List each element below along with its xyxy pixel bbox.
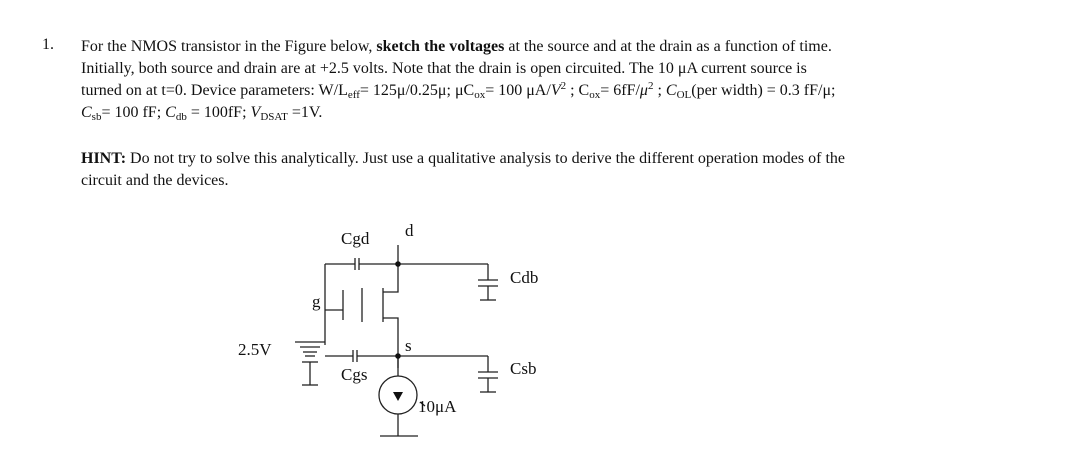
label-current-source: 10μA bbox=[418, 397, 457, 416]
problem-statement: For the NMOS transistor in the Figure be… bbox=[81, 36, 1061, 124]
statement-line-1: For the NMOS transistor in the Figure be… bbox=[81, 38, 832, 55]
label-drain: d bbox=[405, 221, 414, 240]
label-gate-voltage: 2.5V bbox=[238, 340, 272, 359]
statement-line-4: Csb= 100 fF; Cdb = 100fF; VDSAT =1V. bbox=[81, 104, 323, 123]
hint-paragraph: HINT: Do not try to solve this analytica… bbox=[81, 150, 845, 189]
hint-label: HINT: bbox=[81, 150, 127, 167]
statement-line-3: turned on at t=0. Device parameters: W/L… bbox=[81, 80, 836, 101]
label-cgs: Cgs bbox=[341, 365, 367, 384]
label-cgd: Cgd bbox=[341, 229, 370, 248]
label-gate: g bbox=[312, 292, 321, 311]
statement-line-2: Initially, both source and drain are at … bbox=[81, 60, 807, 77]
label-csb: Csb bbox=[510, 359, 536, 378]
question-number: 1. bbox=[42, 36, 54, 53]
emphasis-sketch: sketch the voltages bbox=[376, 38, 505, 55]
source-node bbox=[395, 353, 401, 359]
drain-node bbox=[395, 261, 401, 267]
label-source: s bbox=[405, 336, 412, 355]
current-arrow-icon bbox=[393, 392, 403, 401]
label-cdb: Cdb bbox=[510, 268, 538, 287]
